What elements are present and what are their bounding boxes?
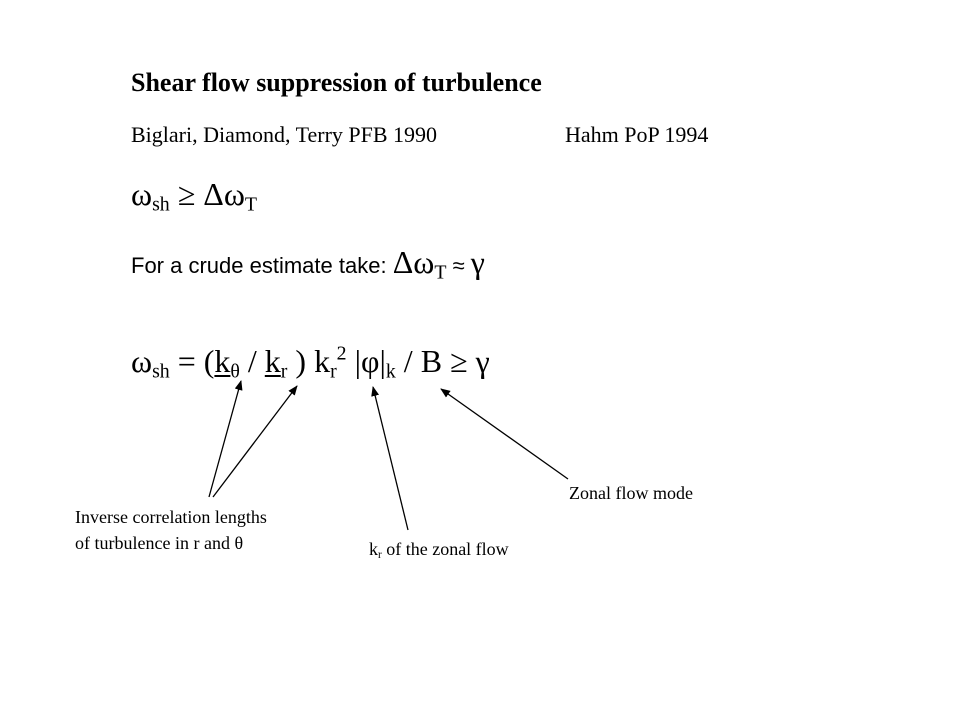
slide-title: Shear flow suppression of turbulence xyxy=(131,68,542,97)
omega-symbol: ω xyxy=(131,176,153,212)
shear-criterion-equation: ωsh ≥ ΔωT xyxy=(131,176,257,214)
kr-zonal-label: kr of the zonal flow xyxy=(369,539,509,562)
inverse-correlation-label: Inverse correlation lengths of turbulenc… xyxy=(75,507,267,553)
arrow-to-k-r xyxy=(212,385,298,498)
gamma-symbol: γ xyxy=(470,244,485,280)
crude-estimate-text: For a crude estimate take: xyxy=(131,253,387,278)
phi-k: |φ|k xyxy=(346,343,396,383)
reference-hahm: Hahm PoP 1994 xyxy=(565,122,709,147)
t-subscript: T xyxy=(244,193,258,216)
gamma-symbol: γ xyxy=(475,343,490,379)
references: Biglari, Diamond, Terry PFB 1990 Hahm Po… xyxy=(131,122,708,147)
zonal-mode-label: Zonal flow mode xyxy=(569,483,693,503)
geq-symbol: ≥ xyxy=(450,343,468,379)
delta-omega-symbol: Δω xyxy=(203,176,245,212)
sh-subscript: sh xyxy=(152,193,170,216)
approx-symbol: ≈ xyxy=(452,253,465,278)
crude-estimate-line: For a crude estimate take: ΔωT ≈ γ xyxy=(131,244,485,284)
k-r: k xyxy=(264,343,281,379)
delta-omega-symbol: ΔωT xyxy=(392,244,447,284)
omega-symbol: ω xyxy=(131,343,153,379)
k-theta: k xyxy=(214,343,231,379)
geq-symbol: ≥ xyxy=(177,176,196,212)
arrow-to-kr-squared xyxy=(371,386,409,531)
reference-biglari: Biglari, Diamond, Terry PFB 1990 xyxy=(131,122,438,147)
arrow-to-k-theta xyxy=(208,380,243,498)
kr-squared: ) kr2 xyxy=(287,342,347,383)
arrow-to-zonal-mode xyxy=(440,388,569,480)
shear-rate-equation: ωsh = (kθ / kr ) kr2 |φ|k / B ≥ γ xyxy=(131,342,490,383)
